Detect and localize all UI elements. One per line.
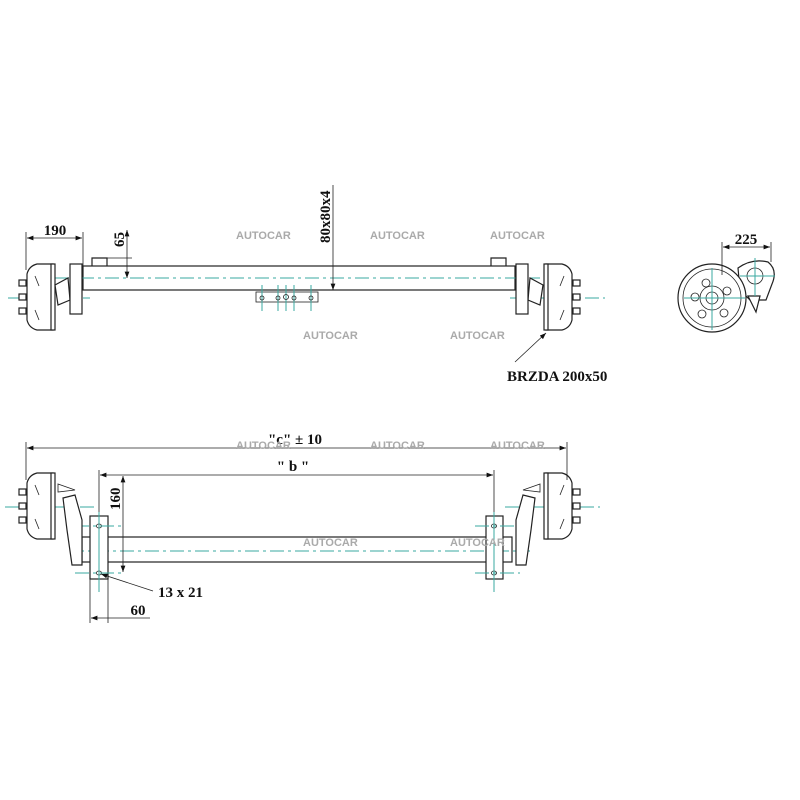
hub-flange-left (69, 263, 83, 315)
plate-holes (96, 523, 497, 576)
dimension-225: 225 (721, 232, 772, 275)
dimension-tube-profile: 80x80x4 (318, 185, 336, 290)
dimension-160: 160 (108, 476, 126, 572)
mount-strip (255, 291, 319, 303)
tube-bracket-right (490, 257, 507, 266)
dimension-b: " b " (98, 459, 495, 512)
brake-drum-left (18, 263, 56, 331)
dim-160: 160 (108, 488, 124, 511)
watermark: AUTOCAR (490, 440, 545, 452)
brake-drum-front-left (18, 472, 56, 540)
mount-holes (259, 285, 314, 311)
tube-bracket-left (91, 257, 108, 266)
watermark: AUTOCAR (490, 230, 545, 242)
leader-line (100, 573, 154, 592)
dimension-65: 65 (107, 230, 132, 278)
side-centerlines (684, 258, 775, 330)
hub-arm-left (54, 277, 71, 306)
side-bracket (737, 260, 775, 301)
brake-drum-right (543, 263, 581, 331)
brake-lever-left (57, 483, 76, 493)
dim-c: "c" ± 10 (268, 432, 322, 448)
swing-arm-right (515, 494, 536, 566)
top-view: 190 65 80x80x4 BRZDA 200x50 (8, 185, 607, 385)
hub-arm-right (527, 277, 544, 306)
dim-tube-profile: 80x80x4 (318, 190, 334, 243)
dim-b: " b " (277, 459, 310, 475)
plate-centerlines (75, 512, 520, 592)
bolt-holes (690, 278, 732, 319)
watermark: AUTOCAR (450, 330, 505, 342)
watermark: AUTOCAR (450, 537, 505, 549)
brake-callout: BRZDA 200x50 (507, 332, 607, 385)
side-view: 225 (677, 232, 775, 333)
axle-tube-front (81, 536, 513, 563)
watermark: AUTOCAR (303, 537, 358, 549)
dimension-190: 190 (25, 223, 84, 270)
dimension-c: "c" ± 10 (25, 432, 568, 480)
watermark: AUTOCAR (236, 440, 291, 452)
watermarks: AUTOCAR AUTOCAR AUTOCAR AUTOCAR AUTOCAR … (236, 230, 545, 549)
watermark: AUTOCAR (236, 230, 291, 242)
watermark: AUTOCAR (370, 440, 425, 452)
leader-line (514, 332, 547, 363)
brake-label: BRZDA 200x50 (507, 369, 607, 385)
dim-65: 65 (112, 232, 128, 247)
swing-arm-left (62, 494, 83, 566)
dim-hole: 13 x 21 (158, 585, 203, 601)
watermark: AUTOCAR (303, 330, 358, 342)
brake-lever-right (522, 483, 541, 493)
dim-225: 225 (735, 232, 758, 248)
side-bracket-tab (747, 295, 761, 314)
brake-drum-front-right (543, 472, 581, 540)
dim-60: 60 (131, 603, 146, 619)
hub-flange-right (515, 263, 529, 315)
dim-190: 190 (44, 223, 67, 239)
watermark: AUTOCAR (370, 230, 425, 242)
front-view: "c" ± 10 " b " 160 13 x 21 60 (5, 432, 600, 623)
dimension-60: 60 (89, 579, 150, 623)
hole-callout: 13 x 21 (100, 573, 203, 601)
